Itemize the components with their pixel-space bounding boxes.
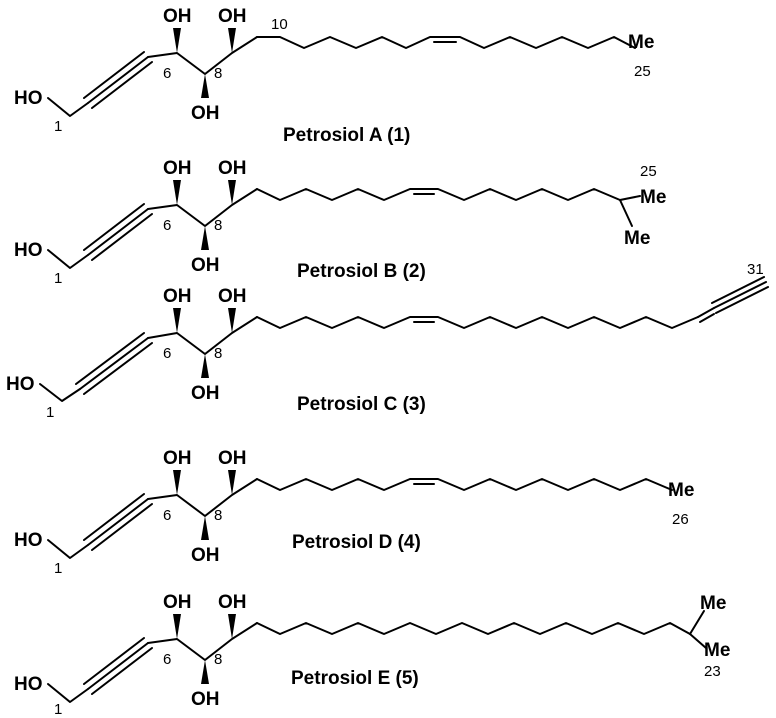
stereo-wedge-c7 [201, 660, 209, 684]
compound-caption: Petrosiol C (3) [297, 394, 426, 415]
locant-c10: 10 [271, 16, 288, 33]
oh-label-c6: OH [163, 448, 192, 469]
stereo-wedge-c7 [201, 74, 209, 98]
diyne [83, 637, 153, 695]
hydroxyl-label: HO [14, 674, 43, 695]
alkyl-chain [256, 316, 699, 329]
isopropyl-branch-2 [619, 199, 633, 227]
hydroxyl-label: HO [14, 530, 43, 551]
compound-caption: Petrosiol E (5) [291, 668, 419, 689]
locant-terminal: 26 [672, 511, 689, 528]
stereo-wedge-c7 [201, 226, 209, 250]
oh-label-c6: OH [163, 592, 192, 613]
stereo-wedge-c8 [228, 28, 236, 53]
locant-c8: 8 [214, 651, 222, 668]
stereo-wedge-c8 [228, 470, 236, 495]
diyne [83, 493, 153, 551]
structure-petrosiol-e: HO OH OH OH Me Me 1 6 8 23 Petrosiol E (… [14, 592, 730, 718]
terminal-alkyne [711, 276, 769, 314]
locant-c6: 6 [163, 651, 171, 668]
stereo-wedge-c6 [173, 470, 181, 495]
terminal-methyl-label: Me [628, 32, 654, 53]
head-chain [47, 97, 89, 117]
alkyl-chain [256, 188, 621, 201]
locant-c6: 6 [163, 507, 171, 524]
locant-c6: 6 [163, 65, 171, 82]
head-chain [39, 383, 81, 402]
methyl-label-1: Me [700, 593, 726, 614]
locant-c1: 1 [54, 560, 62, 577]
oh-label-c6: OH [163, 6, 192, 27]
oh-label-c8: OH [218, 286, 247, 307]
cis-double-bond-2 [699, 313, 715, 323]
isopropyl-branch [619, 195, 641, 201]
terminal-methyl-label: Me [668, 480, 694, 501]
compound-caption: Petrosiol A (1) [283, 125, 410, 146]
locant-c8: 8 [214, 345, 222, 362]
oh-label-c8: OH [218, 448, 247, 469]
locant-terminal: 31 [747, 261, 764, 278]
oh-label-c7: OH [191, 255, 220, 276]
locant-c1: 1 [46, 404, 54, 421]
head-chain [47, 539, 89, 559]
hydroxyl-label: HO [14, 88, 43, 109]
isopropyl-branch [689, 610, 705, 635]
locant-terminal: 23 [704, 663, 721, 680]
structure-petrosiol-c: HO OH OH OH 1 6 8 31 Petrosiol C (3) [6, 261, 769, 421]
oh-label-c6: OH [163, 158, 192, 179]
methyl-label-2: Me [704, 640, 730, 661]
oh-label-c6: OH [163, 286, 192, 307]
stereo-wedge-c6 [173, 614, 181, 639]
isopropyl-branch-2 [689, 633, 707, 649]
oh-label-c8: OH [218, 592, 247, 613]
head-chain [47, 683, 89, 703]
locant-c1: 1 [54, 701, 62, 718]
locant-c6: 6 [163, 345, 171, 362]
locant-c8: 8 [214, 507, 222, 524]
structure-petrosiol-a: HO OH OH OH Me 1 6 8 10 25 Petrosiol A (… [14, 6, 654, 146]
stereo-wedge-c7 [201, 516, 209, 540]
alkyl-chain [256, 36, 636, 49]
alkyl-chain [256, 478, 673, 491]
diyne [75, 332, 153, 395]
compound-caption: Petrosiol B (2) [297, 261, 426, 282]
head-chain [47, 249, 89, 269]
structure-petrosiol-d: HO OH OH OH Me 1 6 8 26 Petrosiol D (4) [14, 448, 694, 577]
locant-c6: 6 [163, 217, 171, 234]
methyl-label-2: Me [624, 228, 650, 249]
locant-terminal: 25 [634, 63, 651, 80]
stereo-wedge-c8 [228, 180, 236, 205]
stereo-wedge-c8 [228, 614, 236, 639]
structure-petrosiol-b: HO OH OH OH Me Me 1 6 8 25 Petrosiol B (… [14, 158, 666, 287]
stereo-wedge-c8 [228, 308, 236, 333]
locant-c8: 8 [214, 217, 222, 234]
locant-terminal: 25 [640, 163, 657, 180]
hydroxyl-label: HO [14, 240, 43, 261]
oh-label-c7: OH [191, 689, 220, 710]
oh-label-c7: OH [191, 383, 220, 404]
diyne [83, 51, 153, 109]
locant-c1: 1 [54, 270, 62, 287]
oh-label-c8: OH [218, 158, 247, 179]
stereo-wedge-c6 [173, 180, 181, 205]
compound-caption: Petrosiol D (4) [292, 532, 421, 553]
diyne [83, 203, 153, 261]
stereo-wedge-c6 [173, 28, 181, 53]
locant-c1: 1 [54, 118, 62, 135]
oh-label-c7: OH [191, 545, 220, 566]
oh-label-c8: OH [218, 6, 247, 27]
locant-c8: 8 [214, 65, 222, 82]
alkyl-chain [256, 622, 691, 635]
hydroxyl-label: HO [6, 374, 35, 395]
methyl-label-1: Me [640, 187, 666, 208]
enyne-terminus [697, 307, 715, 318]
stereo-wedge-c6 [173, 308, 181, 333]
oh-label-c7: OH [191, 103, 220, 124]
stereo-wedge-c7 [201, 354, 209, 378]
